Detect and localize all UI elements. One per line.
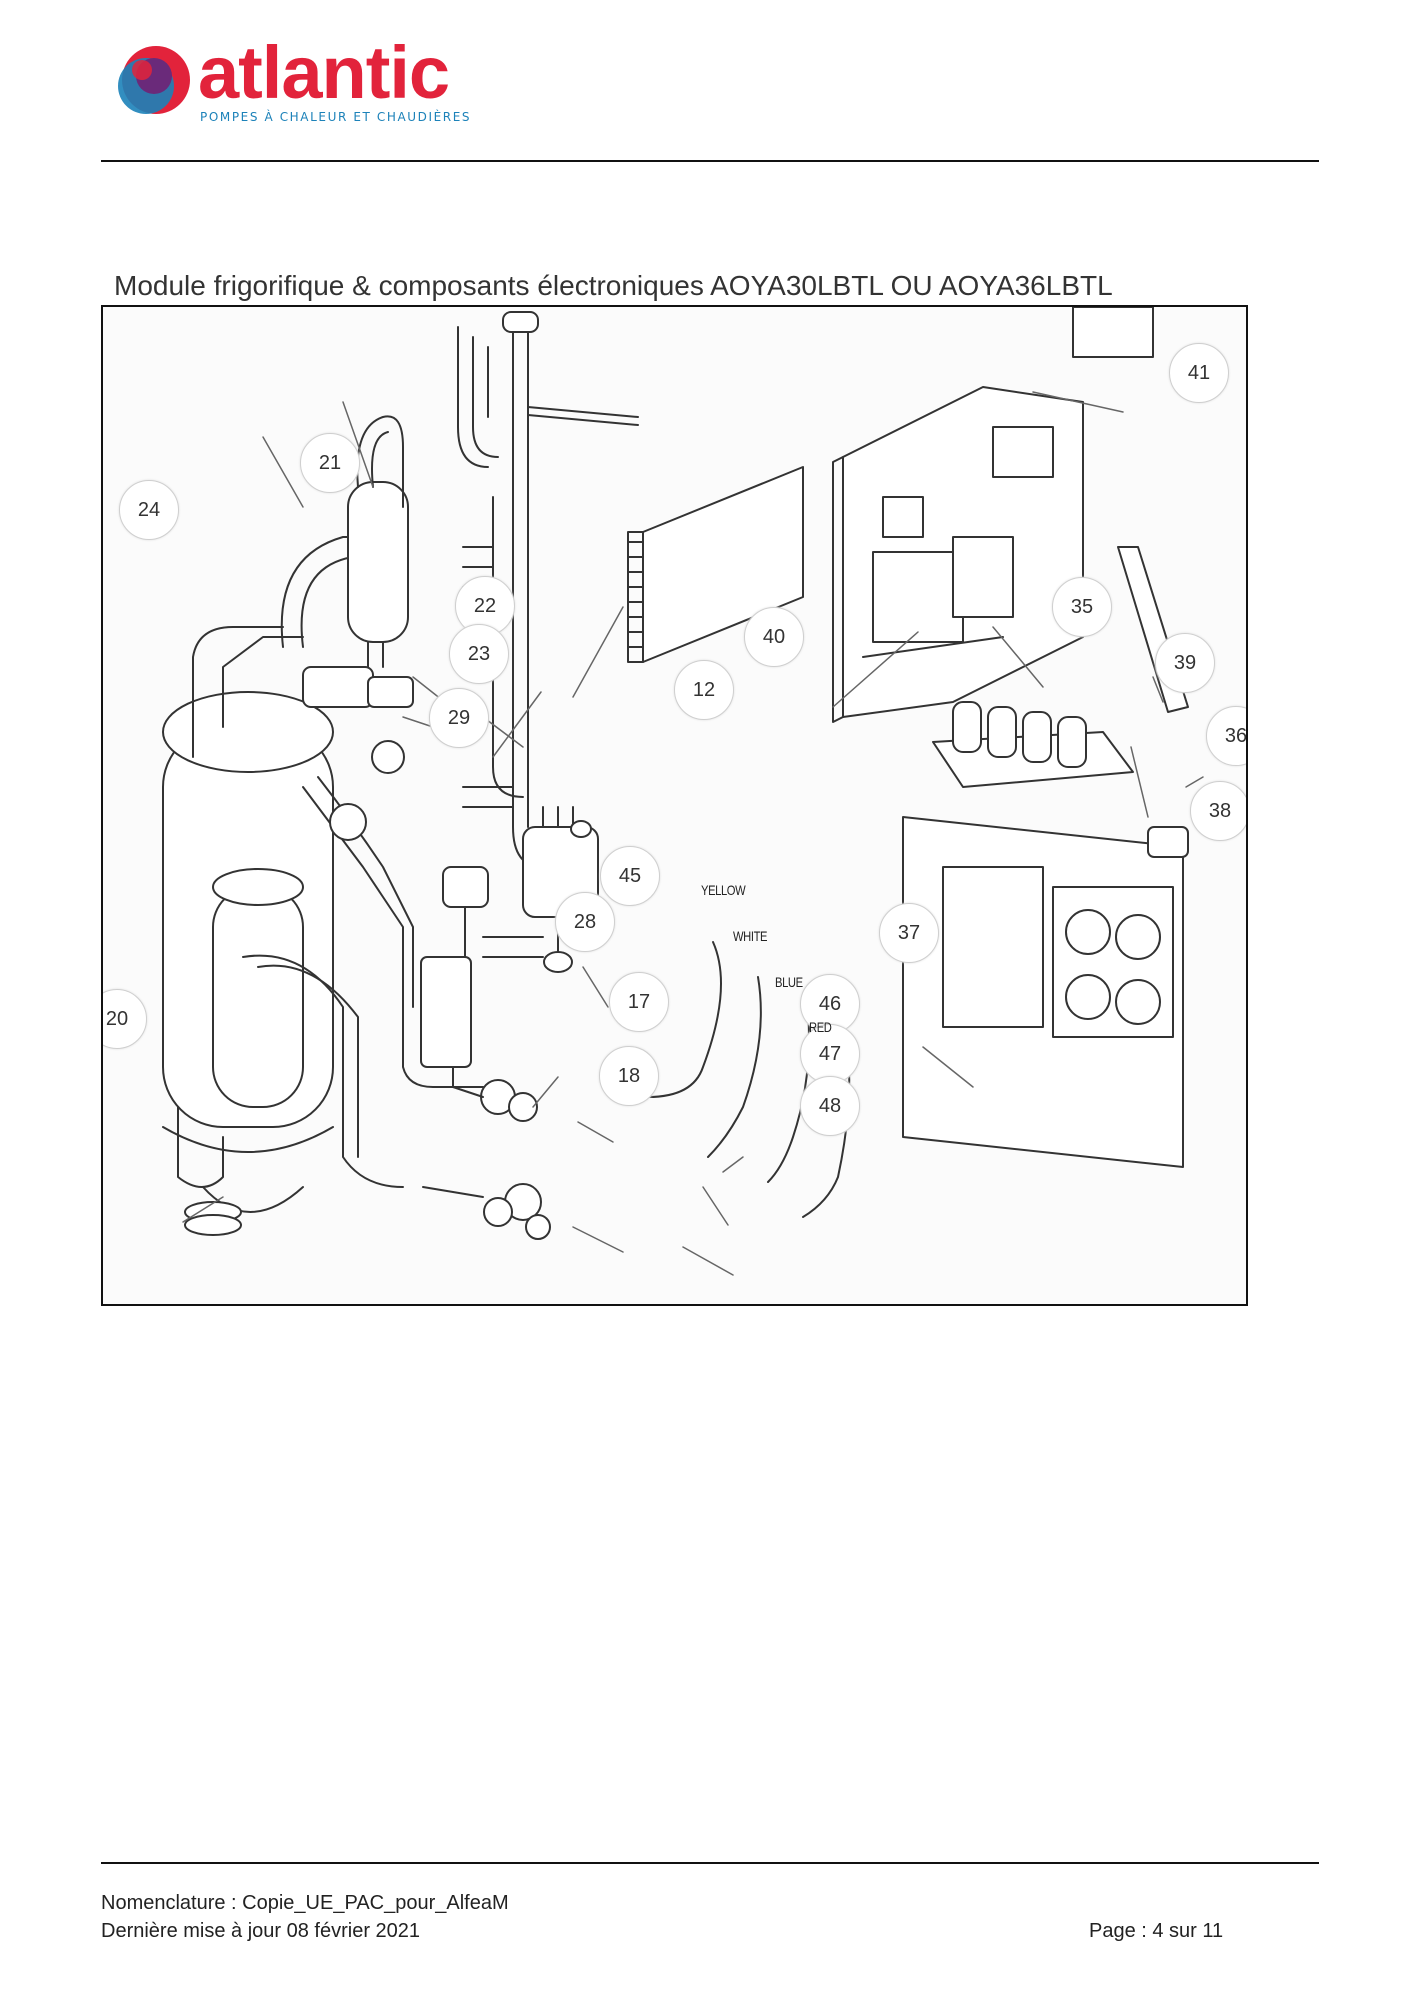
exploded-view-figure: 41 21 24 22 35 40 23 39 12 29 36 38 45 2… <box>101 305 1248 1306</box>
part-label-36: 36 <box>1206 706 1246 766</box>
part-label-23: 23 <box>449 624 509 684</box>
logo-tagline: POMPES À CHALEUR ET CHAUDIÈRES <box>200 110 472 124</box>
section-title: Module frigorifique & composants électro… <box>114 270 1113 301</box>
part-label-45: 45 <box>600 846 660 906</box>
valve-17-drawing <box>452 1041 538 1122</box>
logo-mark-icon <box>118 46 190 114</box>
header-divider <box>101 160 1319 162</box>
logo-wordmark: atlantic <box>198 31 450 114</box>
footer-nomenclature: Nomenclature : Copie_UE_PAC_pour_AlfeaM <box>101 1892 509 1914</box>
compressor-drawing <box>162 626 334 1236</box>
part-label-28: 28 <box>555 892 615 952</box>
wire-tag-yellow: YELLOW <box>701 882 746 898</box>
part-label-18: 18 <box>599 1046 659 1106</box>
part-label-46: 46 <box>800 974 860 1034</box>
wire-tag-red: RED <box>809 1019 832 1035</box>
brand-logo: atlantic POMPES À CHALEUR ET CHAUDIÈRES <box>112 31 512 132</box>
exploded-view-drawing <box>162 307 1204 1276</box>
main-board-drawing <box>902 307 1189 1168</box>
refrigerant-tubes-drawing <box>242 311 639 1240</box>
part-label-41: 41 <box>1169 343 1229 403</box>
part-label-40: 40 <box>744 607 804 667</box>
footer-divider <box>101 1862 1319 1864</box>
part-label-39: 39 <box>1155 633 1215 693</box>
footer-page-number: Page : 4 sur 11 <box>1089 1920 1224 1942</box>
wire-tag-blue: BLUE <box>775 974 803 990</box>
footer-update-date: Dernière mise à jour 08 février 2021 <box>101 1920 421 1942</box>
part-label-48: 48 <box>800 1076 860 1136</box>
part-label-17: 17 <box>609 972 669 1032</box>
part-label-47: 47 <box>800 1024 860 1084</box>
part-label-12: 12 <box>674 660 734 720</box>
part-label-38: 38 <box>1190 781 1246 841</box>
valve-18-drawing <box>422 1183 551 1240</box>
part-label-35: 35 <box>1052 577 1112 637</box>
part-label-24: 24 <box>119 480 179 540</box>
control-box-drawing <box>832 386 1084 723</box>
leader-lines <box>182 391 1204 1276</box>
part-label-29: 29 <box>429 688 489 748</box>
part-label-37: 37 <box>879 903 939 963</box>
wire-tag-white: WHITE <box>733 928 768 944</box>
part-label-21: 21 <box>300 433 360 493</box>
